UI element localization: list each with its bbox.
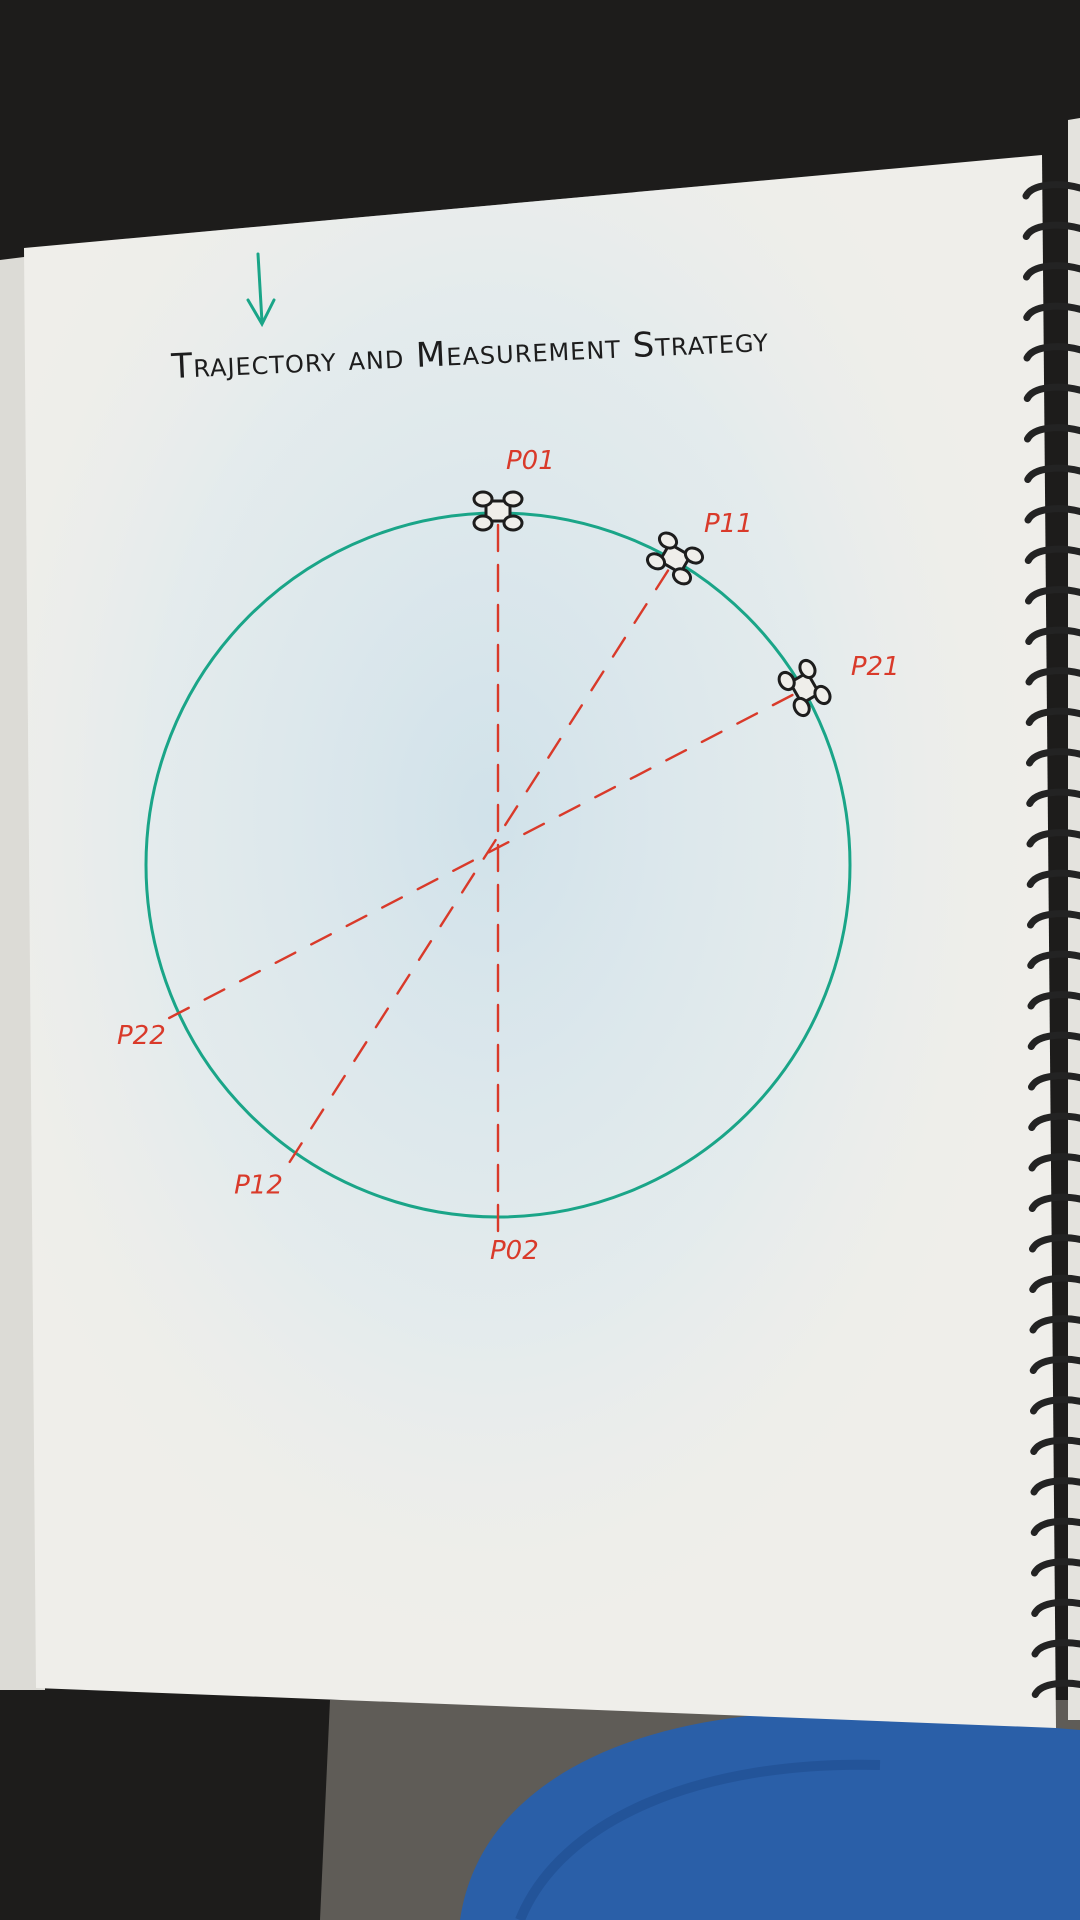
spiral-coil <box>1027 991 1080 1010</box>
label-p02: P02 <box>490 1236 539 1266</box>
spiral-coil <box>1030 1517 1080 1536</box>
spiral-coil <box>1030 1436 1080 1455</box>
label-p01: P01 <box>506 446 555 476</box>
quadcopter-drone-icon <box>472 490 524 532</box>
spiral-coil <box>1024 464 1080 483</box>
spiral-coil <box>1026 788 1080 807</box>
label-p12: P12 <box>234 1170 283 1200</box>
spiral-coil <box>1028 1153 1080 1172</box>
spiral-coil <box>1025 626 1080 645</box>
label-p22: P22 <box>117 1021 166 1051</box>
spiral-coil <box>1027 950 1080 969</box>
paper-blue-tint <box>24 155 1056 1728</box>
spiral-coil <box>1025 667 1080 686</box>
spiral-coil <box>1029 1274 1080 1293</box>
jeans-knee <box>460 1711 1080 1920</box>
spiral-coil <box>1024 505 1080 524</box>
spiral-coil <box>1022 181 1080 200</box>
spiral-coil <box>1031 1639 1080 1658</box>
spiral-coil <box>1026 869 1080 888</box>
spiral-coil <box>1026 829 1080 848</box>
spiral-coil <box>1023 343 1080 362</box>
quadcopter-drone-icon <box>777 658 832 718</box>
spiral-binding <box>1022 181 1080 1698</box>
quadcopter-drone-icon <box>645 531 705 586</box>
spiral-coil <box>1027 910 1080 929</box>
drones <box>472 490 832 718</box>
spiral-coil <box>1030 1477 1080 1496</box>
spiral-coil <box>1030 1396 1080 1415</box>
down-arrow-icon <box>246 252 276 328</box>
spiral-coil <box>1023 262 1080 281</box>
spiral-coil <box>1024 545 1080 564</box>
spiral-coil <box>1026 748 1080 767</box>
spiral-coil <box>1028 1112 1080 1131</box>
label-p11: P11 <box>704 509 753 539</box>
spiral-coil <box>1023 302 1080 321</box>
spiral-coil <box>1031 1679 1080 1698</box>
spiral-coil <box>1025 707 1080 726</box>
spiral-coil <box>1022 221 1080 240</box>
spiral-coil <box>1029 1234 1080 1253</box>
spiral-coil <box>1028 1193 1080 1212</box>
lap-area <box>320 1700 1080 1920</box>
spiral-coil <box>1025 586 1080 605</box>
spiral-coil <box>1031 1598 1080 1617</box>
spiral-coil <box>1031 1558 1080 1577</box>
spiral-coil <box>1023 383 1080 402</box>
label-p21: P21 <box>851 652 900 682</box>
spiral-coil <box>1029 1315 1080 1334</box>
spiral-coil <box>1024 424 1080 443</box>
spiral-coil <box>1029 1355 1080 1374</box>
